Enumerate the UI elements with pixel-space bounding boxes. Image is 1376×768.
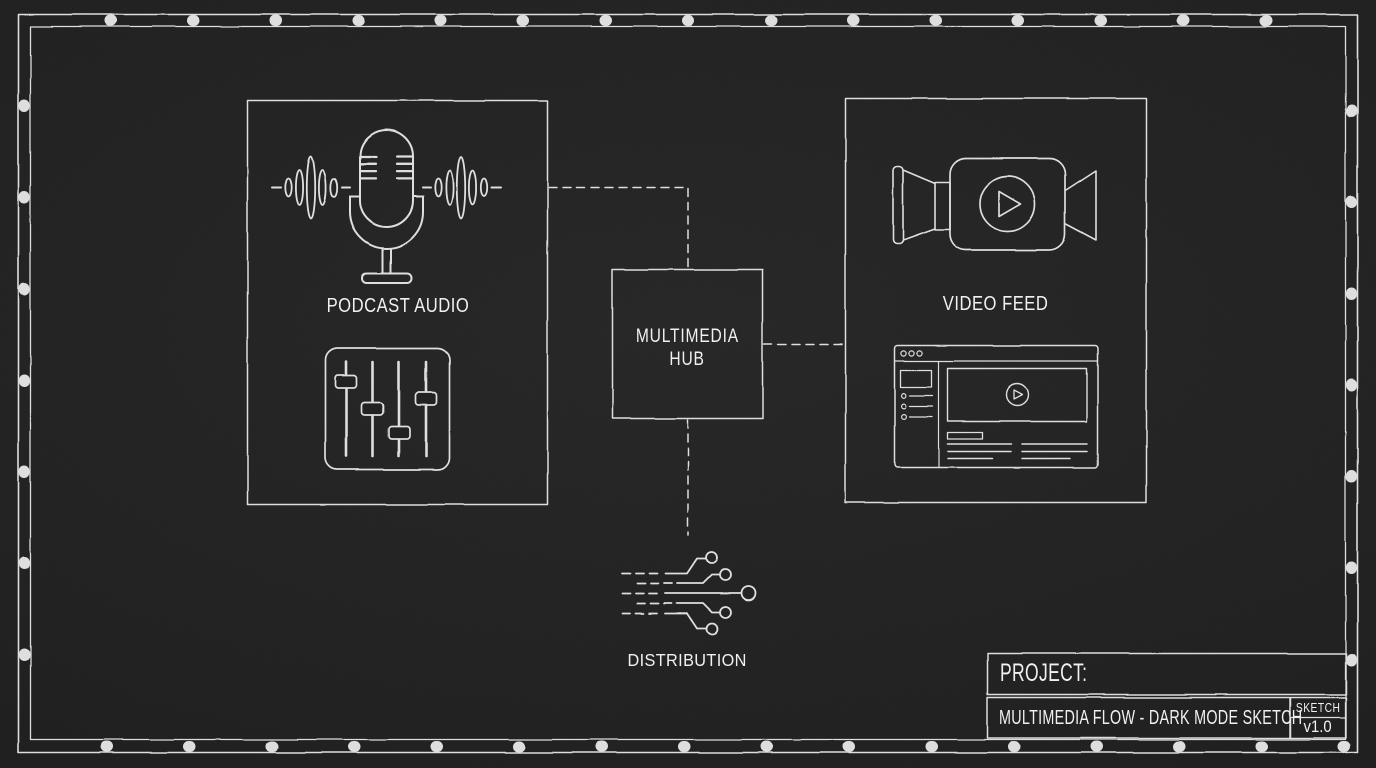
circuit-distribution-icon: [621, 551, 756, 636]
sound-wave-right-icon: [422, 155, 502, 220]
title-block-doc-type: SKETCH: [1295, 700, 1341, 715]
podcast-audio-box: [246, 99, 549, 506]
multimedia-hub-label: MULTIMEDIA HUB: [635, 324, 740, 371]
play-icon: [1012, 389, 1023, 401]
sound-wave-left-icon: [271, 155, 351, 220]
distribution-label: DISTRIBUTION: [627, 649, 747, 670]
podcast-audio-label: PODCAST AUDIO: [326, 294, 469, 317]
video-player-window-icon: [893, 344, 1099, 469]
blueprint-frame: [17, 13, 1359, 754]
multimedia-hub-box: [611, 268, 764, 420]
title-block: [986, 652, 1347, 739]
title-block-project-label: PROJECT:: [1000, 659, 1088, 687]
microphone-icon: [349, 129, 424, 284]
title-block-version: v1.0: [1303, 718, 1333, 736]
video-feed-label: VIDEO FEED: [943, 292, 1049, 315]
audio-mixer-icon: [324, 347, 451, 471]
video-camera-icon: [892, 157, 1097, 251]
connector-podcast-to-hub: [548, 186, 689, 269]
title-block-project-name: MULTIMEDIA FLOW - DARK MODE SKETCH: [999, 705, 1303, 729]
video-feed-box: [844, 97, 1148, 504]
play-icon: [998, 190, 1022, 218]
